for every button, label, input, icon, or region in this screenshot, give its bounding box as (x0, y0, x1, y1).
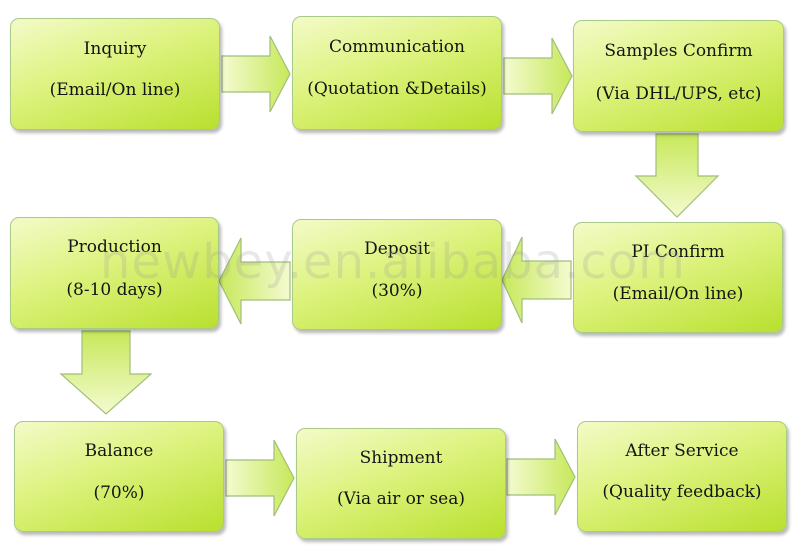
arrow-right-2 (503, 37, 573, 115)
step-detail: (Quality feedback) (602, 482, 762, 502)
arrow-right-4 (506, 438, 576, 516)
step-inquiry: Inquiry (Email/On line) (10, 18, 220, 130)
step-detail: (70%) (93, 483, 145, 503)
arrow-down-1 (634, 133, 720, 218)
step-title: Inquiry (83, 39, 147, 59)
step-title: Deposit (364, 239, 430, 259)
arrow-right-1 (221, 35, 291, 113)
step-title: Samples Confirm (604, 41, 753, 61)
step-detail: (30%) (371, 281, 423, 301)
step-detail: (Via DHL/UPS, etc) (595, 84, 762, 104)
step-detail: (Email/On line) (49, 80, 181, 100)
step-communication: Communication (Quotation &Details) (292, 16, 502, 130)
step-samples-confirm: Samples Confirm (Via DHL/UPS, etc) (573, 20, 784, 132)
step-after-service: After Service (Quality feedback) (577, 421, 787, 532)
arrow-left-2 (218, 237, 291, 325)
step-title: Balance (84, 441, 154, 461)
step-balance: Balance (70%) (14, 421, 224, 532)
step-title: Shipment (359, 448, 443, 468)
step-detail: (8-10 days) (66, 280, 163, 300)
step-detail: (Via air or sea) (336, 489, 465, 509)
step-pi-confirm: PI Confirm (Email/On line) (573, 222, 783, 333)
step-deposit: Deposit (30%) (292, 219, 502, 330)
step-detail: (Quotation &Details) (307, 79, 487, 99)
arrow-left-1 (501, 236, 572, 324)
step-title: Production (67, 237, 162, 257)
arrow-down-2 (59, 330, 153, 415)
step-title: PI Confirm (631, 242, 725, 262)
step-detail: (Email/On line) (612, 284, 744, 304)
arrow-right-3 (225, 439, 295, 517)
step-title: Communication (329, 37, 465, 57)
step-title: After Service (625, 441, 739, 461)
step-production: Production (8-10 days) (10, 217, 219, 329)
step-shipment: Shipment (Via air or sea) (296, 428, 506, 539)
